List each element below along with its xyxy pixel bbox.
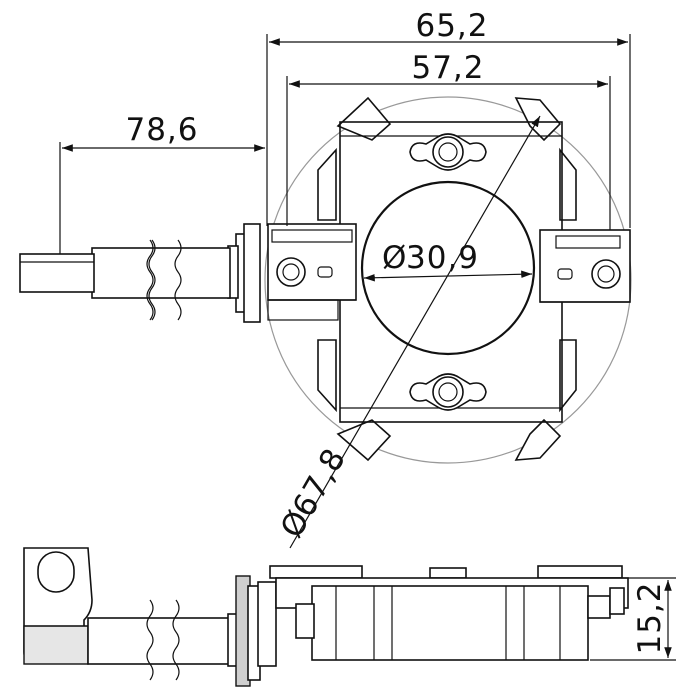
cable-lug — [23, 547, 93, 665]
right-terminal — [539, 229, 631, 303]
svg-text:67,8: 67,8 — [286, 442, 354, 523]
side-grommet — [227, 575, 277, 687]
dim-cable-length: 78,6 — [125, 112, 198, 148]
svg-text:Ø: Ø — [382, 240, 407, 276]
dim-mount-span: 57,2 — [411, 50, 484, 86]
top-view: 65,2 57,2 78,6 Ø 30,9 Ø 67,8 — [19, 8, 632, 549]
dim-line-67-8 — [289, 115, 541, 549]
outer-diameter-circle — [264, 96, 632, 464]
left-terminal — [267, 223, 357, 321]
bottom-mounting-eye — [409, 373, 487, 411]
side-view: 15,2 — [23, 547, 676, 687]
svg-text:30,9: 30,9 — [406, 240, 479, 276]
holder-side-body — [269, 565, 629, 661]
side-lead-cable — [87, 599, 233, 681]
top-mounting-eye — [409, 133, 487, 171]
cable-grommet — [227, 223, 261, 323]
dim-inner-diameter-label: Ø 30,9 — [382, 240, 479, 276]
lead-cable — [19, 239, 231, 321]
dim-height: 15,2 — [632, 581, 668, 654]
dim-overall-width: 65,2 — [415, 8, 488, 44]
dim-outer-diameter-label: Ø 67,8 — [274, 442, 354, 544]
corner-tabs — [317, 96, 577, 462]
commutator-opening — [360, 180, 536, 356]
